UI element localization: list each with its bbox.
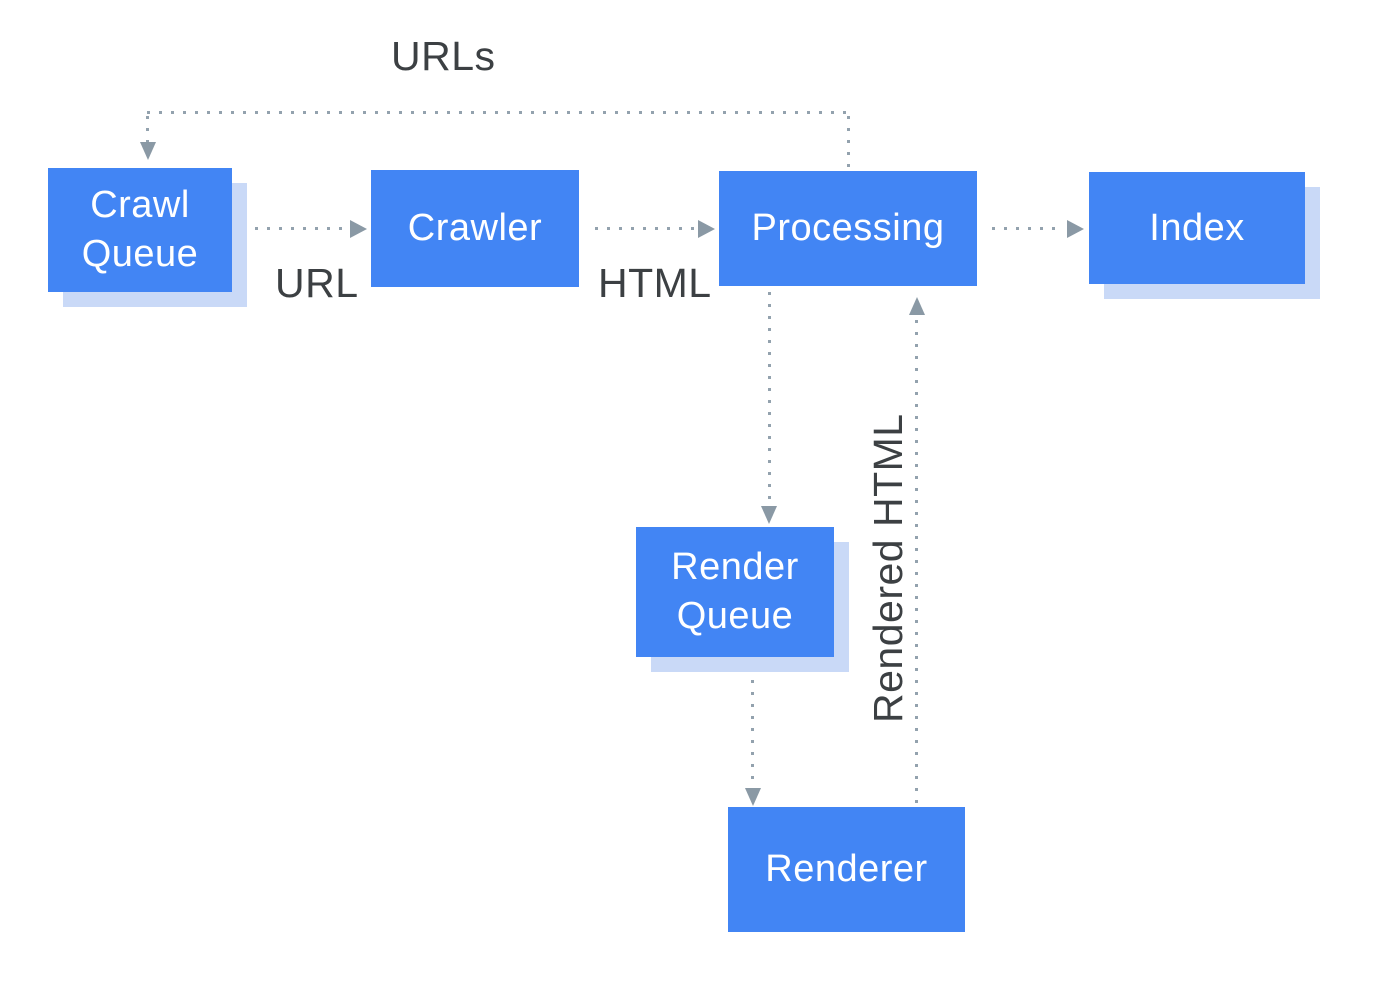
- arrowhead-right-icon: [350, 220, 367, 238]
- node-index: Index: [1089, 172, 1305, 284]
- edge-urls-horizontal-line: [147, 111, 849, 114]
- node-crawl-queue: Crawl Queue: [48, 168, 232, 292]
- node-processing-label: Processing: [751, 207, 945, 250]
- arrowhead-down-icon: [745, 788, 761, 806]
- edge-label-url: URL: [275, 260, 359, 306]
- node-renderer: Renderer: [728, 807, 965, 932]
- edge-label-html: HTML: [598, 260, 712, 306]
- node-index-label: Index: [1149, 206, 1245, 249]
- node-crawler: Crawler: [371, 170, 579, 287]
- edge-processing-to-renderqueue-line: [768, 292, 771, 504]
- edge-renderer-to-processing-line: [915, 320, 918, 807]
- node-crawler-label: Crawler: [407, 207, 543, 250]
- edge-urls-left-drop-line: [146, 116, 149, 142]
- node-crawl-queue-label: Crawl Queue: [81, 184, 199, 275]
- arrowhead-up-icon: [909, 297, 925, 315]
- arrowhead-down-icon: [761, 506, 777, 524]
- node-renderer-label: Renderer: [765, 848, 928, 891]
- arrowhead-right-icon: [698, 220, 715, 238]
- edge-crawlqueue-to-crawler-line: [255, 227, 347, 230]
- edge-label-urls: URLs: [391, 33, 496, 79]
- edge-urls-right-riser-line: [847, 116, 850, 168]
- arrowhead-down-icon: [140, 142, 156, 160]
- edge-crawler-to-processing-line: [595, 227, 695, 230]
- node-render-queue: Render Queue: [636, 527, 834, 657]
- node-processing: Processing: [719, 171, 977, 286]
- edge-processing-to-index-line: [992, 227, 1064, 230]
- arrowhead-right-icon: [1067, 220, 1084, 238]
- node-render-queue-label: Render Queue: [671, 546, 799, 637]
- edge-label-rendered-html: Rendered HTML: [865, 413, 911, 723]
- edge-renderqueue-to-renderer-line: [751, 680, 754, 786]
